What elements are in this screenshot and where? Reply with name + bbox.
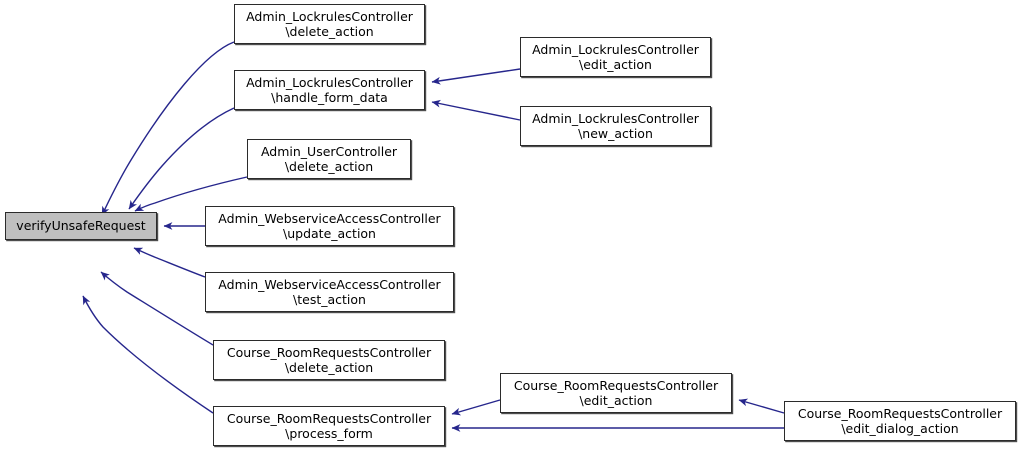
graph-edge-room_delete-to-verify: [100, 271, 214, 346]
graph-node-label: Admin_WebserviceAccessController \test_a…: [218, 276, 441, 308]
graph-edge-ws_test-to-verify: [133, 247, 206, 278]
graph-node-label: Course_RoomRequestsController \delete_ac…: [226, 344, 432, 376]
graph-node-label: Course_RoomRequestsController \process_f…: [226, 410, 432, 442]
graph-node-label: Course_RoomRequestsController \edit_dial…: [797, 405, 1003, 437]
graph-node-lock_new[interactable]: Admin_LockrulesController \new_action: [520, 106, 711, 146]
graph-edge-room_edit_dialog-to-room_edit: [738, 398, 785, 414]
graph-edge-lock_handle-to-verify: [128, 107, 235, 210]
graph-node-label: Admin_LockrulesController \handle_form_d…: [246, 74, 413, 106]
graph-node-ws_test[interactable]: Admin_WebserviceAccessController \test_a…: [205, 272, 454, 312]
graph-node-label: Admin_LockrulesController \edit_action: [532, 41, 699, 73]
graph-edge-room_process-to-verify: [82, 295, 214, 414]
graph-edge-lock_delete-to-verify: [101, 41, 235, 216]
graph-node-lock_edit[interactable]: Admin_LockrulesController \edit_action: [520, 37, 711, 77]
graph-node-lock_handle[interactable]: Admin_LockrulesController \handle_form_d…: [234, 70, 425, 110]
graph-node-label: Admin_LockrulesController \new_action: [532, 110, 699, 142]
graph-node-room_process[interactable]: Course_RoomRequestsController \process_f…: [213, 406, 445, 446]
graph-edge-lock_new-to-lock_handle: [431, 99, 521, 121]
graph-node-room_edit_dialog[interactable]: Course_RoomRequestsController \edit_dial…: [784, 401, 1016, 441]
graph-node-user_delete[interactable]: Admin_UserController \delete_action: [247, 139, 411, 179]
graph-node-label: verifyUnsafeRequest: [16, 218, 146, 234]
graph-node-room_edit[interactable]: Course_RoomRequestsController \edit_acti…: [500, 373, 732, 413]
graph-node-verify[interactable]: verifyUnsafeRequest: [5, 212, 157, 240]
graph-edge-room_edit-to-room_process: [451, 399, 501, 416]
graph-edge-lock_edit-to-lock_handle: [431, 68, 521, 85]
graph-node-label: Admin_UserController \delete_action: [260, 143, 398, 175]
graph-node-label: Admin_WebserviceAccessController \update…: [218, 210, 441, 242]
graph-node-room_delete[interactable]: Course_RoomRequestsController \delete_ac…: [213, 340, 445, 380]
graph-node-label: Course_RoomRequestsController \edit_acti…: [513, 377, 719, 409]
graph-node-label: Admin_LockrulesController \delete_action: [246, 8, 413, 40]
graph-node-lock_delete[interactable]: Admin_LockrulesController \delete_action: [234, 4, 425, 44]
graph-node-ws_update[interactable]: Admin_WebserviceAccessController \update…: [205, 206, 454, 246]
